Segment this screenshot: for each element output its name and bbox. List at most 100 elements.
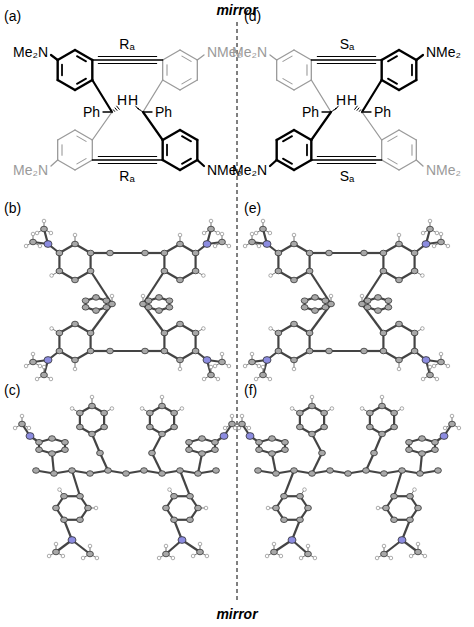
hydrogen-atom <box>88 544 92 548</box>
carbon-atom <box>229 421 236 427</box>
carbon-atom <box>156 308 163 314</box>
substituent-label: Ph <box>155 104 172 120</box>
carbon-atom <box>396 357 403 363</box>
hydrogen-atom <box>250 352 254 356</box>
carbon-atom <box>85 505 92 511</box>
hydrogen-atom <box>254 377 258 381</box>
hydrogen-atom <box>31 232 35 236</box>
hydrogen-atom <box>73 367 77 371</box>
carbon-atom <box>197 549 204 555</box>
carbon-atom <box>411 250 418 256</box>
benzene-ring <box>75 80 92 90</box>
carbon-atom <box>177 468 184 474</box>
carbon-atom <box>396 241 403 247</box>
hydrogen-atom <box>50 327 54 331</box>
carbon-atom <box>101 424 108 430</box>
carbon-atom <box>82 305 89 311</box>
hydrogen-atom <box>290 407 294 411</box>
carbon-atom <box>87 348 94 354</box>
hydrogen-atom <box>279 554 283 558</box>
hydrogen-atom <box>191 554 195 558</box>
carbon-atom <box>301 298 308 304</box>
benzene-ring <box>277 160 294 170</box>
carbon-atom <box>33 468 40 474</box>
carbon-atom <box>62 439 69 445</box>
carbon-atom <box>163 551 170 557</box>
double-bond <box>283 56 292 61</box>
carbon-atom <box>53 505 60 511</box>
hydrogen-atom <box>409 554 413 558</box>
carbon-atom <box>396 321 403 327</box>
hydrogen-atom <box>400 407 404 411</box>
carbon-atom <box>77 493 84 499</box>
bond <box>270 160 277 166</box>
hydrogen-atom <box>50 274 54 278</box>
bond <box>197 160 204 166</box>
carbon-atom <box>380 250 387 256</box>
carbon-atom <box>36 439 43 445</box>
benzene-ring <box>92 140 93 160</box>
carbon-atom <box>107 250 114 256</box>
double-bond <box>77 79 86 84</box>
benzene-ring <box>196 140 198 160</box>
benzene-ring <box>294 50 311 60</box>
crystal-bond <box>310 304 331 333</box>
hashed-bond <box>332 110 333 112</box>
benzene-ring <box>197 60 198 80</box>
substituent-label: Ph <box>374 104 391 120</box>
nitrogen-atom <box>263 357 271 364</box>
carbon-atom <box>309 431 316 437</box>
carbon-atom <box>187 493 194 499</box>
axial-chirality-label: Sₐ <box>340 168 355 184</box>
hydrogen-atom <box>49 231 53 235</box>
hydrogen-atom <box>266 506 270 510</box>
alkyne <box>98 63 156 64</box>
hydrogen-atom <box>421 327 425 331</box>
carbon-atom <box>107 348 114 354</box>
carbon-atom <box>19 421 26 427</box>
double-bond <box>182 136 191 141</box>
hydrogen-atom <box>42 365 46 369</box>
benzene-ring <box>380 60 382 80</box>
carbon-atom <box>391 517 398 523</box>
nitrogen-atom <box>203 241 211 248</box>
carbon-atom <box>380 268 387 274</box>
hydrogen-atom <box>250 232 254 236</box>
bond <box>362 111 371 112</box>
carbon-atom <box>51 471 58 477</box>
carbon-atom <box>208 372 215 378</box>
hydrogen-atom <box>233 426 237 430</box>
carbon-atom <box>171 424 178 430</box>
hydrogen-atom <box>269 327 273 331</box>
hashed-bond <box>115 108 117 110</box>
hydrogen-atom <box>421 231 425 235</box>
carbon-atom <box>171 410 178 416</box>
crystal-bond <box>329 350 364 352</box>
carbon-atom <box>89 431 96 437</box>
carbon-atom <box>319 450 326 456</box>
axial-chirality-label: Sₐ <box>340 36 355 52</box>
double-bond <box>388 56 397 61</box>
carbon-atom <box>391 424 398 430</box>
hydrogen-atom <box>209 219 213 223</box>
skeletal-structure-sa <box>270 50 423 170</box>
crystal-bond <box>329 252 364 254</box>
carbon-atom <box>379 431 386 437</box>
carbon-atom <box>161 330 168 336</box>
carbon-atom <box>171 493 178 499</box>
carbon-atom <box>364 305 371 311</box>
nitrogen-atom <box>440 433 448 440</box>
hydrogen-atom <box>70 407 74 411</box>
carbon-atom <box>391 410 398 416</box>
hydrogen-atom <box>141 294 145 298</box>
carbon-atom <box>326 250 333 256</box>
crystal-bond <box>310 271 331 304</box>
carbon-atom <box>415 549 422 555</box>
hydrogen-atom <box>110 294 114 298</box>
carbon-atom <box>326 348 333 354</box>
hydrogen-atom <box>313 556 317 560</box>
hydrogen-atom <box>178 233 182 237</box>
hydrogen-atom <box>168 488 172 492</box>
carbon-atom <box>419 436 426 442</box>
